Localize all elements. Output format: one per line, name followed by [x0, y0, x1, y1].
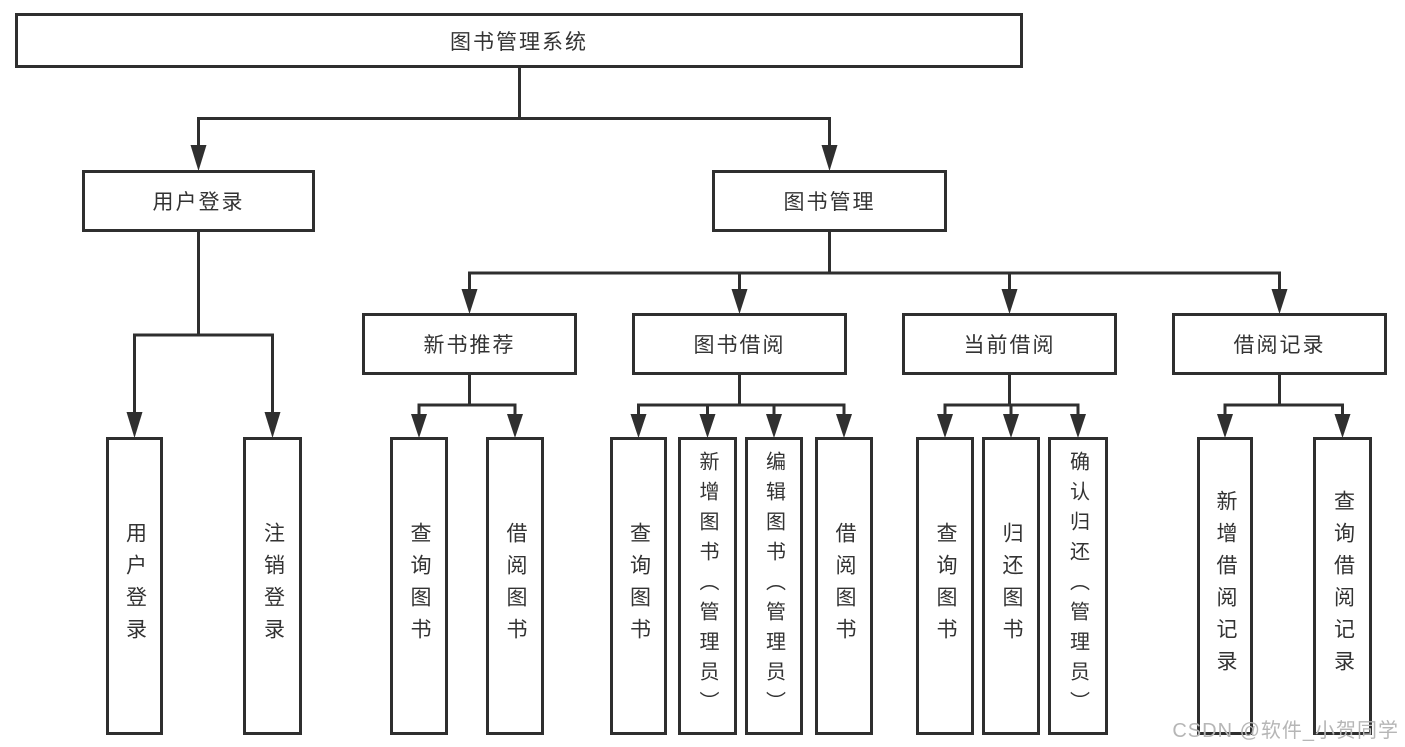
leaf-box-bb-borrow-books: 借阅图书 [815, 437, 873, 735]
leaf-label-cb-confirm-return-admin: 确认归还（管理员） [1066, 451, 1089, 721]
arrowhead-borrow-records [1271, 289, 1288, 314]
arrowhead-bb-query [630, 414, 647, 438]
node-box-borrowing-records: 借阅记录 [1172, 313, 1387, 375]
arrowhead-nb-borrow [507, 414, 523, 438]
arrowhead-nb-query [411, 414, 427, 438]
leaf-label-bb-add-books-admin: 新增图书（管理员） [696, 451, 718, 721]
leaf-label-bb-borrow-books: 借阅图书 [833, 522, 856, 650]
node-label-system-root: 图书管理系统 [450, 30, 588, 54]
leaf-box-nb-borrow-books: 借阅图书 [486, 437, 544, 735]
leaf-box-cb-return-books: 归还图书 [982, 437, 1040, 735]
node-box-current-borrowing: 当前借阅 [902, 313, 1117, 375]
arrowhead-logout [264, 412, 281, 438]
node-label-current-borrowing: 当前借阅 [963, 334, 1056, 357]
leaf-box-nb-query-books: 查询图书 [390, 437, 448, 735]
node-label-user-login: 用户登录 [152, 191, 245, 214]
leaf-box-br-query-record: 查询借阅记录 [1313, 437, 1372, 735]
node-box-user-login: 用户登录 [82, 170, 315, 232]
arrowhead-book-borrow [731, 289, 748, 314]
arrowhead-new-books [461, 289, 478, 314]
node-label-book-borrowing: 图书借阅 [693, 334, 786, 357]
leaf-label-bb-query-books: 查询图书 [627, 522, 651, 650]
node-box-new-book-recommend: 新书推荐 [362, 313, 577, 375]
arrowhead-bb-add [699, 414, 716, 438]
node-box-book-management: 图书管理 [712, 170, 947, 232]
node-label-book-management: 图书管理 [783, 191, 876, 214]
leaf-box-bb-add-books-admin: 新增图书（管理员） [678, 437, 737, 735]
leaf-box-bb-edit-books-admin: 编辑图书（管理员） [745, 437, 803, 735]
leaf-box-bb-query-books: 查询图书 [610, 437, 667, 735]
leaf-label-cb-return-books: 归还图书 [1000, 522, 1023, 650]
leaf-box-cb-query-books: 查询图书 [916, 437, 974, 735]
leaf-label-nb-query-books: 查询图书 [408, 522, 431, 650]
leaf-label-bb-edit-books-admin: 编辑图书（管理员） [762, 451, 785, 721]
arrowhead-user-login [190, 145, 207, 171]
arrowhead-br-query [1334, 414, 1351, 438]
leaf-label-br-add-record: 新增借阅记录 [1214, 490, 1237, 682]
arrowhead-cb-query [937, 414, 953, 438]
leaf-box-user-login: 用户登录 [106, 437, 163, 735]
arrowhead-br-add [1217, 414, 1233, 438]
csdn-watermark: CSDN @软件_小贺同学 [1172, 720, 1399, 742]
arrowhead-cb-confirm [1070, 414, 1086, 438]
arrowhead-bb-edit [766, 414, 782, 438]
node-label-new-book-recommend: 新书推荐 [423, 334, 516, 357]
leaf-label-br-query-record: 查询借阅记录 [1331, 490, 1355, 682]
leaf-label-logout: 注销登录 [261, 522, 285, 650]
leaf-box-cb-confirm-return-admin: 确认归还（管理员） [1048, 437, 1108, 735]
arrowhead-login [126, 412, 143, 438]
leaf-box-logout: 注销登录 [243, 437, 302, 735]
leaf-label-user-login: 用户登录 [123, 522, 147, 650]
arrowhead-current-borrow [1001, 289, 1018, 314]
leaf-box-br-add-record: 新增借阅记录 [1197, 437, 1253, 735]
arrowhead-book-mgmt [821, 145, 838, 171]
node-box-system-root: 图书管理系统 [15, 13, 1023, 68]
leaf-label-cb-query-books: 查询图书 [934, 522, 957, 650]
node-box-book-borrowing: 图书借阅 [632, 313, 847, 375]
leaf-label-nb-borrow-books: 借阅图书 [504, 522, 527, 650]
arrowhead-cb-return [1003, 414, 1019, 438]
node-label-borrowing-records: 借阅记录 [1233, 334, 1326, 357]
arrowhead-bb-borrow [836, 414, 852, 438]
